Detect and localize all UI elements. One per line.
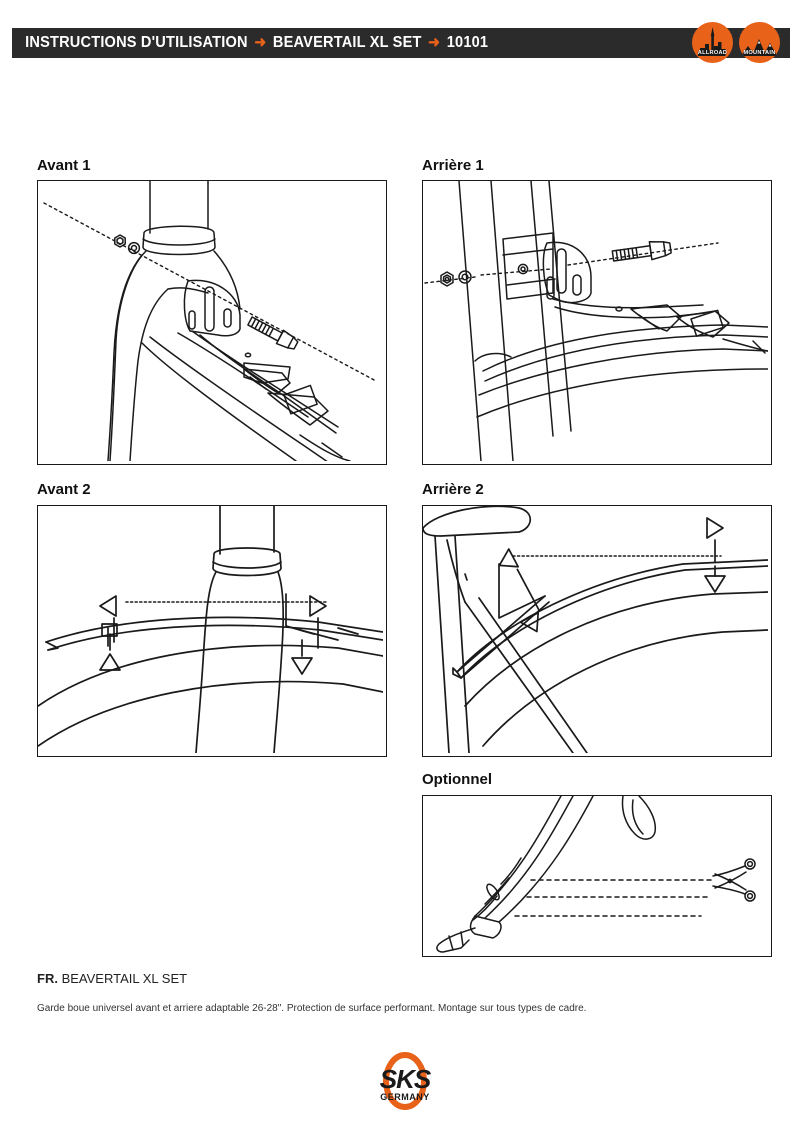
sks-germany-logo: SKS GERMANY: [360, 1052, 450, 1110]
header-bar: INSTRUCTIONS D'UTILISATION ➜ BEAVERTAIL …: [12, 22, 790, 63]
panel-label-optionnel: Optionnel: [422, 771, 492, 788]
arrow-right-icon: ➜: [254, 33, 267, 51]
panel-label-arriere-1: Arrière 1: [422, 157, 484, 174]
svg-text:SKS: SKS: [380, 1064, 432, 1094]
panel-avant-2: [37, 505, 387, 757]
panel-label-avant-2: Avant 2: [37, 481, 91, 498]
diagram-front-clearance: [38, 506, 383, 753]
header-title-product: BEAVERTAIL XL SET: [272, 34, 422, 51]
badge-mountain: MOUNTAIN: [739, 22, 780, 63]
header-title-instructions: INSTRUCTIONS D'UTILISATION: [25, 34, 248, 51]
header-title: INSTRUCTIONS D'UTILISATION ➜ BEAVERTAIL …: [12, 34, 488, 52]
diagram-rear-mount: [424, 181, 768, 461]
badge-allroad-label: ALLROAD: [697, 50, 728, 56]
scissors-icon: [712, 858, 756, 902]
footer-lang-code: FR.: [37, 971, 58, 986]
svg-text:GERMANY: GERMANY: [380, 1092, 430, 1102]
arrow-right-icon-2: ➜: [428, 33, 441, 51]
panel-label-arriere-2: Arrière 2: [422, 481, 484, 498]
diagram-optional-cut: [436, 796, 756, 953]
badge-allroad: ALLROAD: [692, 22, 733, 63]
mountain-peaks-icon: [741, 39, 777, 56]
panel-avant-1: [37, 180, 387, 465]
badge-group: ALLROAD MOUNTAIN: [692, 22, 780, 63]
panel-optionnel: [422, 795, 772, 957]
diagram-rear-clearance: [423, 506, 768, 753]
city-skyline-icon: [698, 27, 726, 56]
panel-arriere-2: [422, 505, 772, 757]
footer-product-line: FR. BEAVERTAIL XL SET: [37, 971, 187, 986]
footer-product-name: BEAVERTAIL XL SET: [61, 971, 188, 986]
header-title-code: 10101: [446, 34, 489, 51]
panel-label-avant-1: Avant 1: [37, 157, 91, 174]
badge-mountain-label: MOUNTAIN: [743, 50, 776, 56]
sks-logo-icon: SKS GERMANY: [380, 1052, 433, 1110]
panel-arriere-1: [422, 180, 772, 465]
diagram-front-mount: [43, 181, 377, 461]
footer-description: Garde boue universel avant et arriere ad…: [37, 1003, 587, 1014]
